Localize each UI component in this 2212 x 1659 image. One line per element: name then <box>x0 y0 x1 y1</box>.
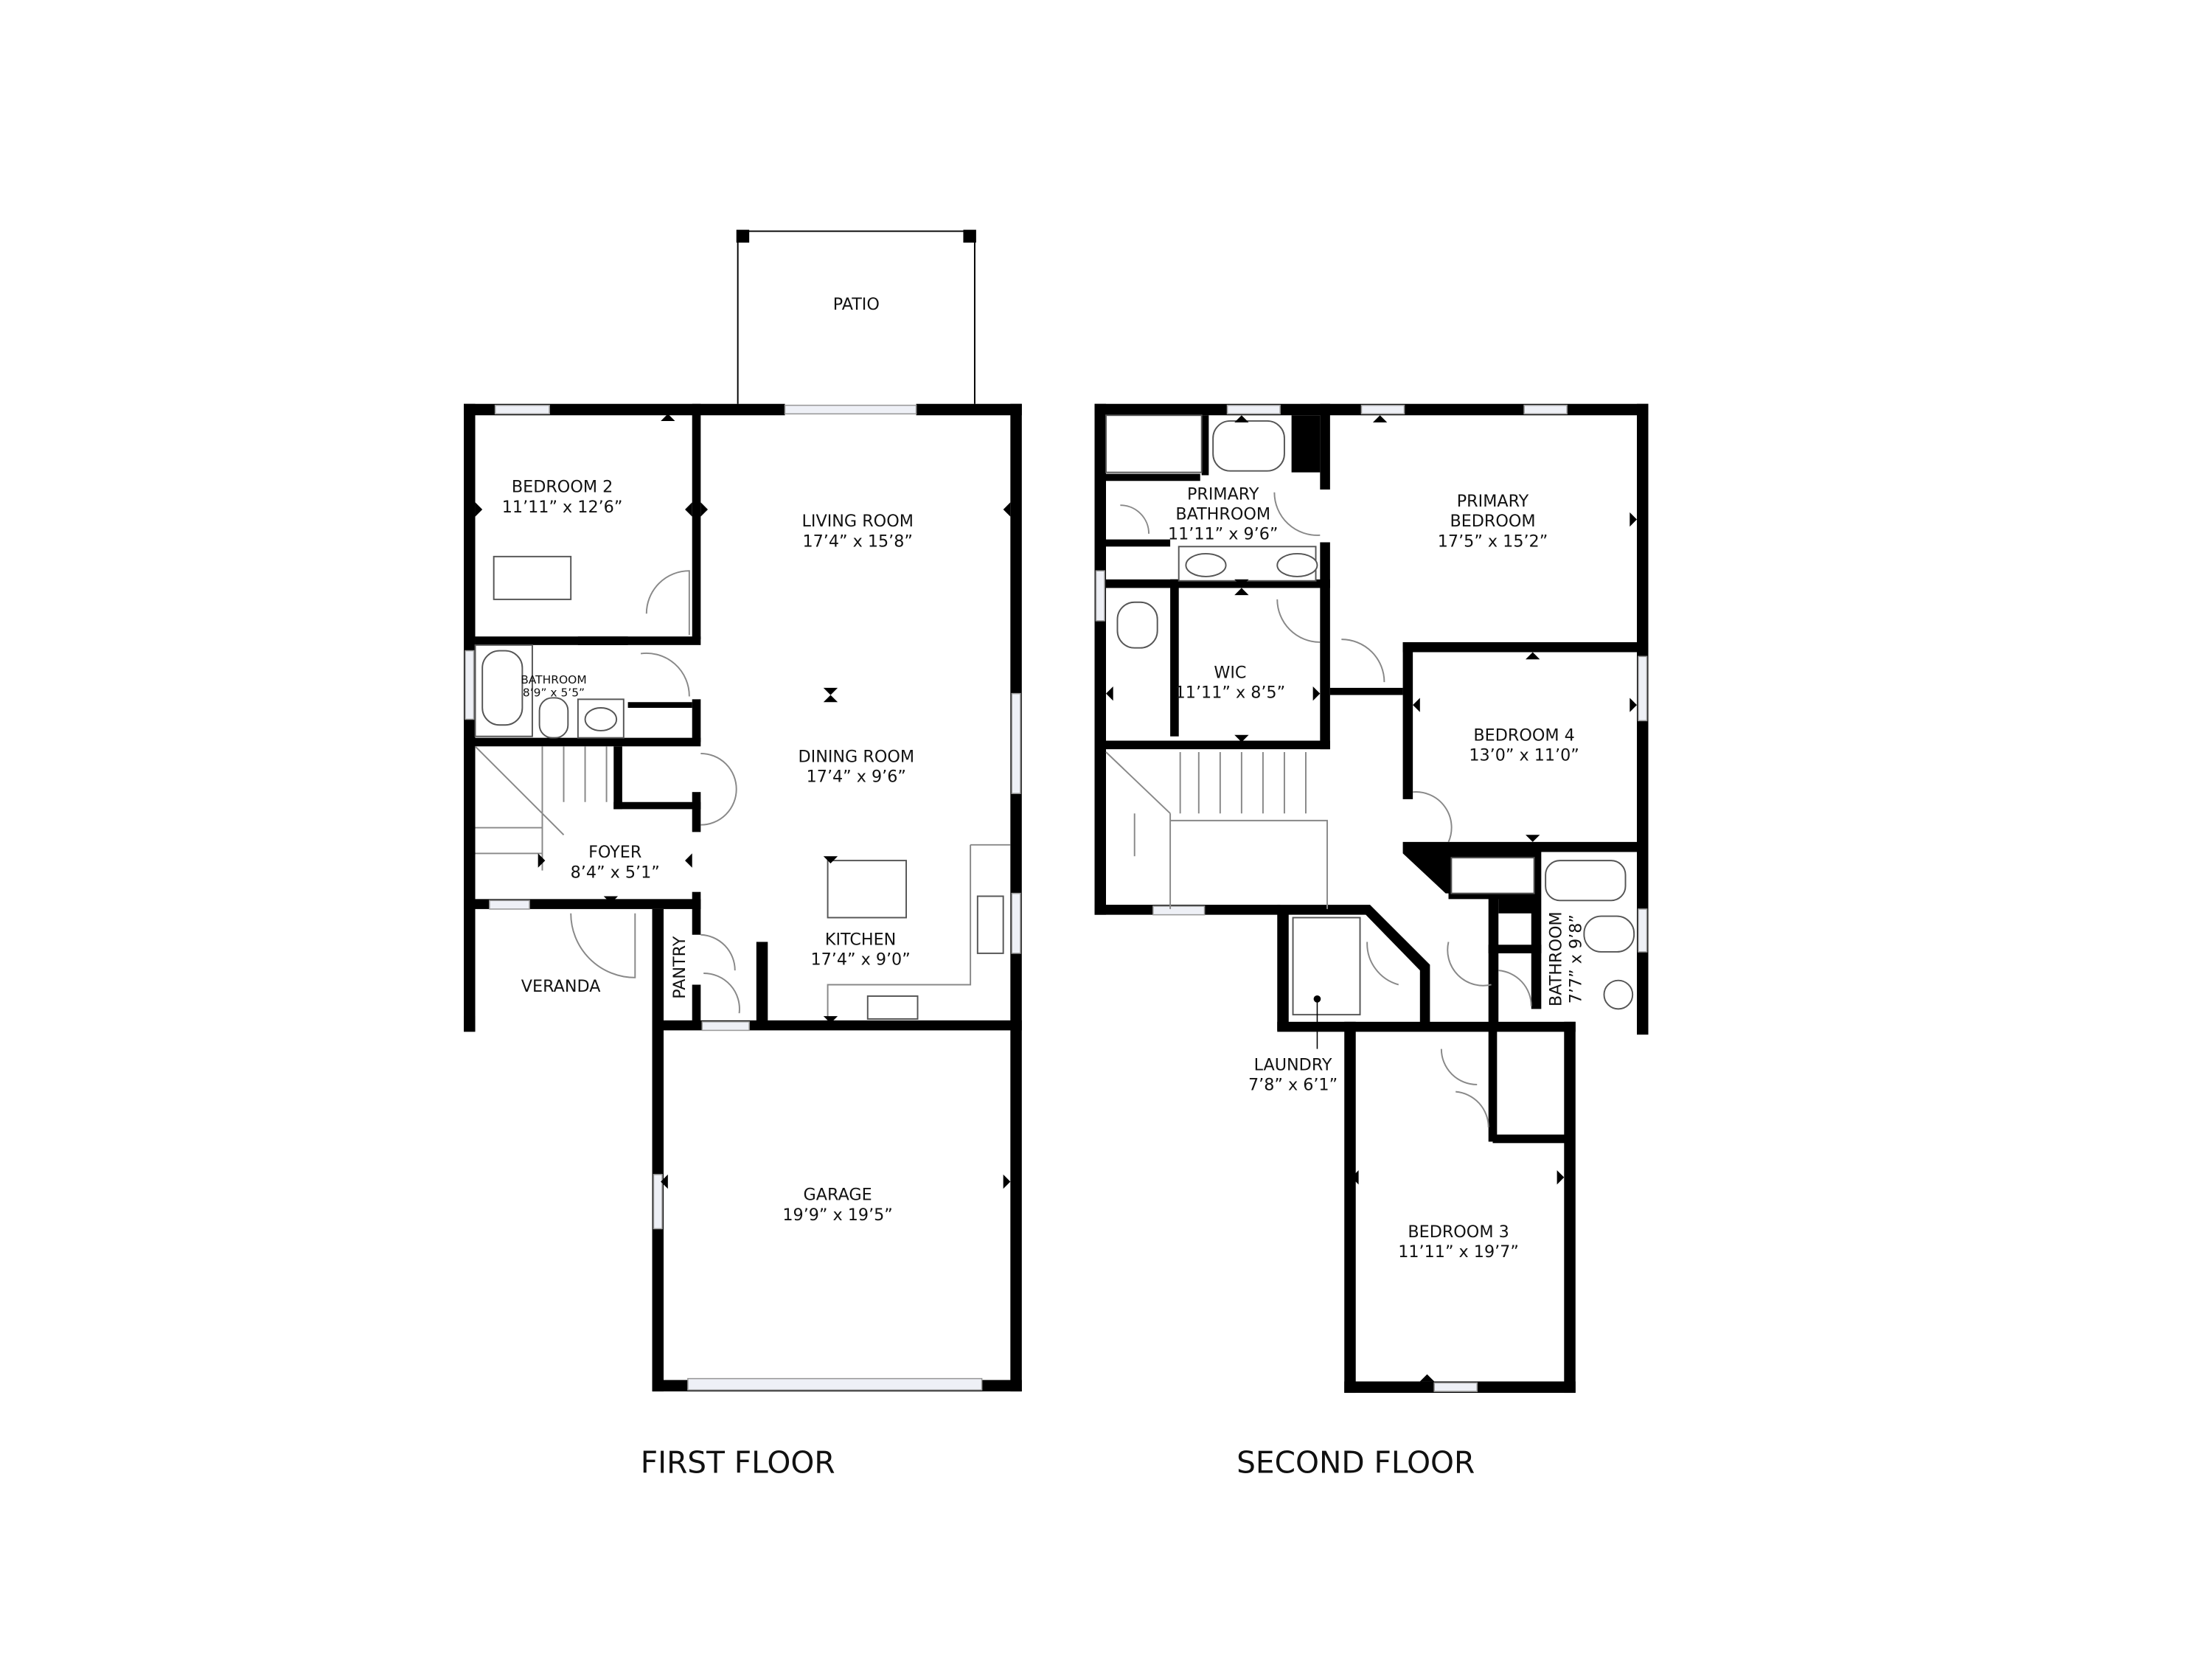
room-label-bathroom: BATHROOM <box>521 673 587 686</box>
first-floor-plan: PATIO BEDROOM 2 11’11” x 12’6” LIVING RO… <box>464 229 1022 1480</box>
room-label-kitchen: KITCHEN <box>825 930 896 949</box>
room-label-living-room: LIVING ROOM <box>802 512 914 531</box>
room-label-primary-bathroom: PRIMARY <box>1187 484 1259 504</box>
room-label-dining-room: DINING ROOM <box>799 748 915 767</box>
room-size-living-room: 17’4” x 15’8” <box>802 532 912 551</box>
room-size-bedroom-3: 11’11” x 19’7” <box>1398 1242 1519 1262</box>
room-size-foyer: 8’4” x 5’1” <box>571 863 660 882</box>
second-floor-plan: PRIMARY BATHROOM 11’11” x 9’6” PRIMARY B… <box>1094 403 1649 1480</box>
first-floor-title: FIRST FLOOR <box>641 1444 835 1480</box>
room-size-bedroom-2: 11’11” x 12’6” <box>502 498 623 517</box>
first-floor-windows <box>465 404 1021 1391</box>
room-label-bedroom-2: BEDROOM 2 <box>512 478 613 497</box>
room-size-wic: 11’11” x 8’5” <box>1175 683 1285 702</box>
second-floor-title: SECOND FLOOR <box>1237 1444 1475 1480</box>
first-floor-labels: PATIO BEDROOM 2 11’11” x 12’6” LIVING RO… <box>502 295 914 1480</box>
room-label-bedroom-3: BEDROOM 3 <box>1408 1222 1509 1242</box>
room-label-primary-bathroom-2: BATHROOM <box>1175 505 1270 524</box>
room-label-wic: WIC <box>1214 663 1246 682</box>
room-size-primary-bathroom: 11’11” x 9’6” <box>1168 525 1278 544</box>
first-floor-markers <box>475 414 1011 1189</box>
second-floor-windows <box>1095 404 1648 1392</box>
room-size-garage: 19’9” x 19’5” <box>782 1206 892 1225</box>
room-label-primary-bedroom-2: BEDROOM <box>1450 512 1535 531</box>
room-size-laundry: 7’8” x 6’1” <box>1248 1076 1338 1095</box>
room-size-primary-bedroom: 17’5” x 15’2” <box>1438 532 1548 551</box>
room-label-veranda: VERANDA <box>521 977 601 996</box>
room-label-primary-bedroom: PRIMARY <box>1457 492 1529 511</box>
second-floor-fixtures <box>1105 414 1635 1128</box>
room-label-foyer: FOYER <box>588 843 641 862</box>
room-label-bathroom-2f: BATHROOM <box>1546 911 1565 1006</box>
room-label-garage: GARAGE <box>804 1186 872 1205</box>
first-floor-fixtures <box>474 555 1011 1020</box>
room-label-patio: PATIO <box>833 295 880 314</box>
room-size-bedroom-4: 13’0” x 11’0” <box>1469 746 1579 765</box>
room-size-bathroom-2f: 7’7” x 9’8” <box>1567 914 1586 1004</box>
room-size-kitchen: 17’4” x 9’0” <box>810 950 910 969</box>
room-label-bedroom-4: BEDROOM 4 <box>1473 726 1574 745</box>
room-size-bathroom: 8’9” x 5’5” <box>523 686 585 700</box>
second-floor-labels: PRIMARY BATHROOM 11’11” x 9’6” PRIMARY B… <box>1168 484 1586 1480</box>
room-size-dining-room: 17’4” x 9’6” <box>807 768 906 787</box>
room-label-pantry: PANTRY <box>670 936 689 998</box>
second-floor-markers <box>1106 415 1637 1382</box>
room-label-laundry: LAUNDRY <box>1254 1056 1332 1075</box>
patio <box>736 229 976 404</box>
first-floor-walls <box>464 403 1022 1392</box>
